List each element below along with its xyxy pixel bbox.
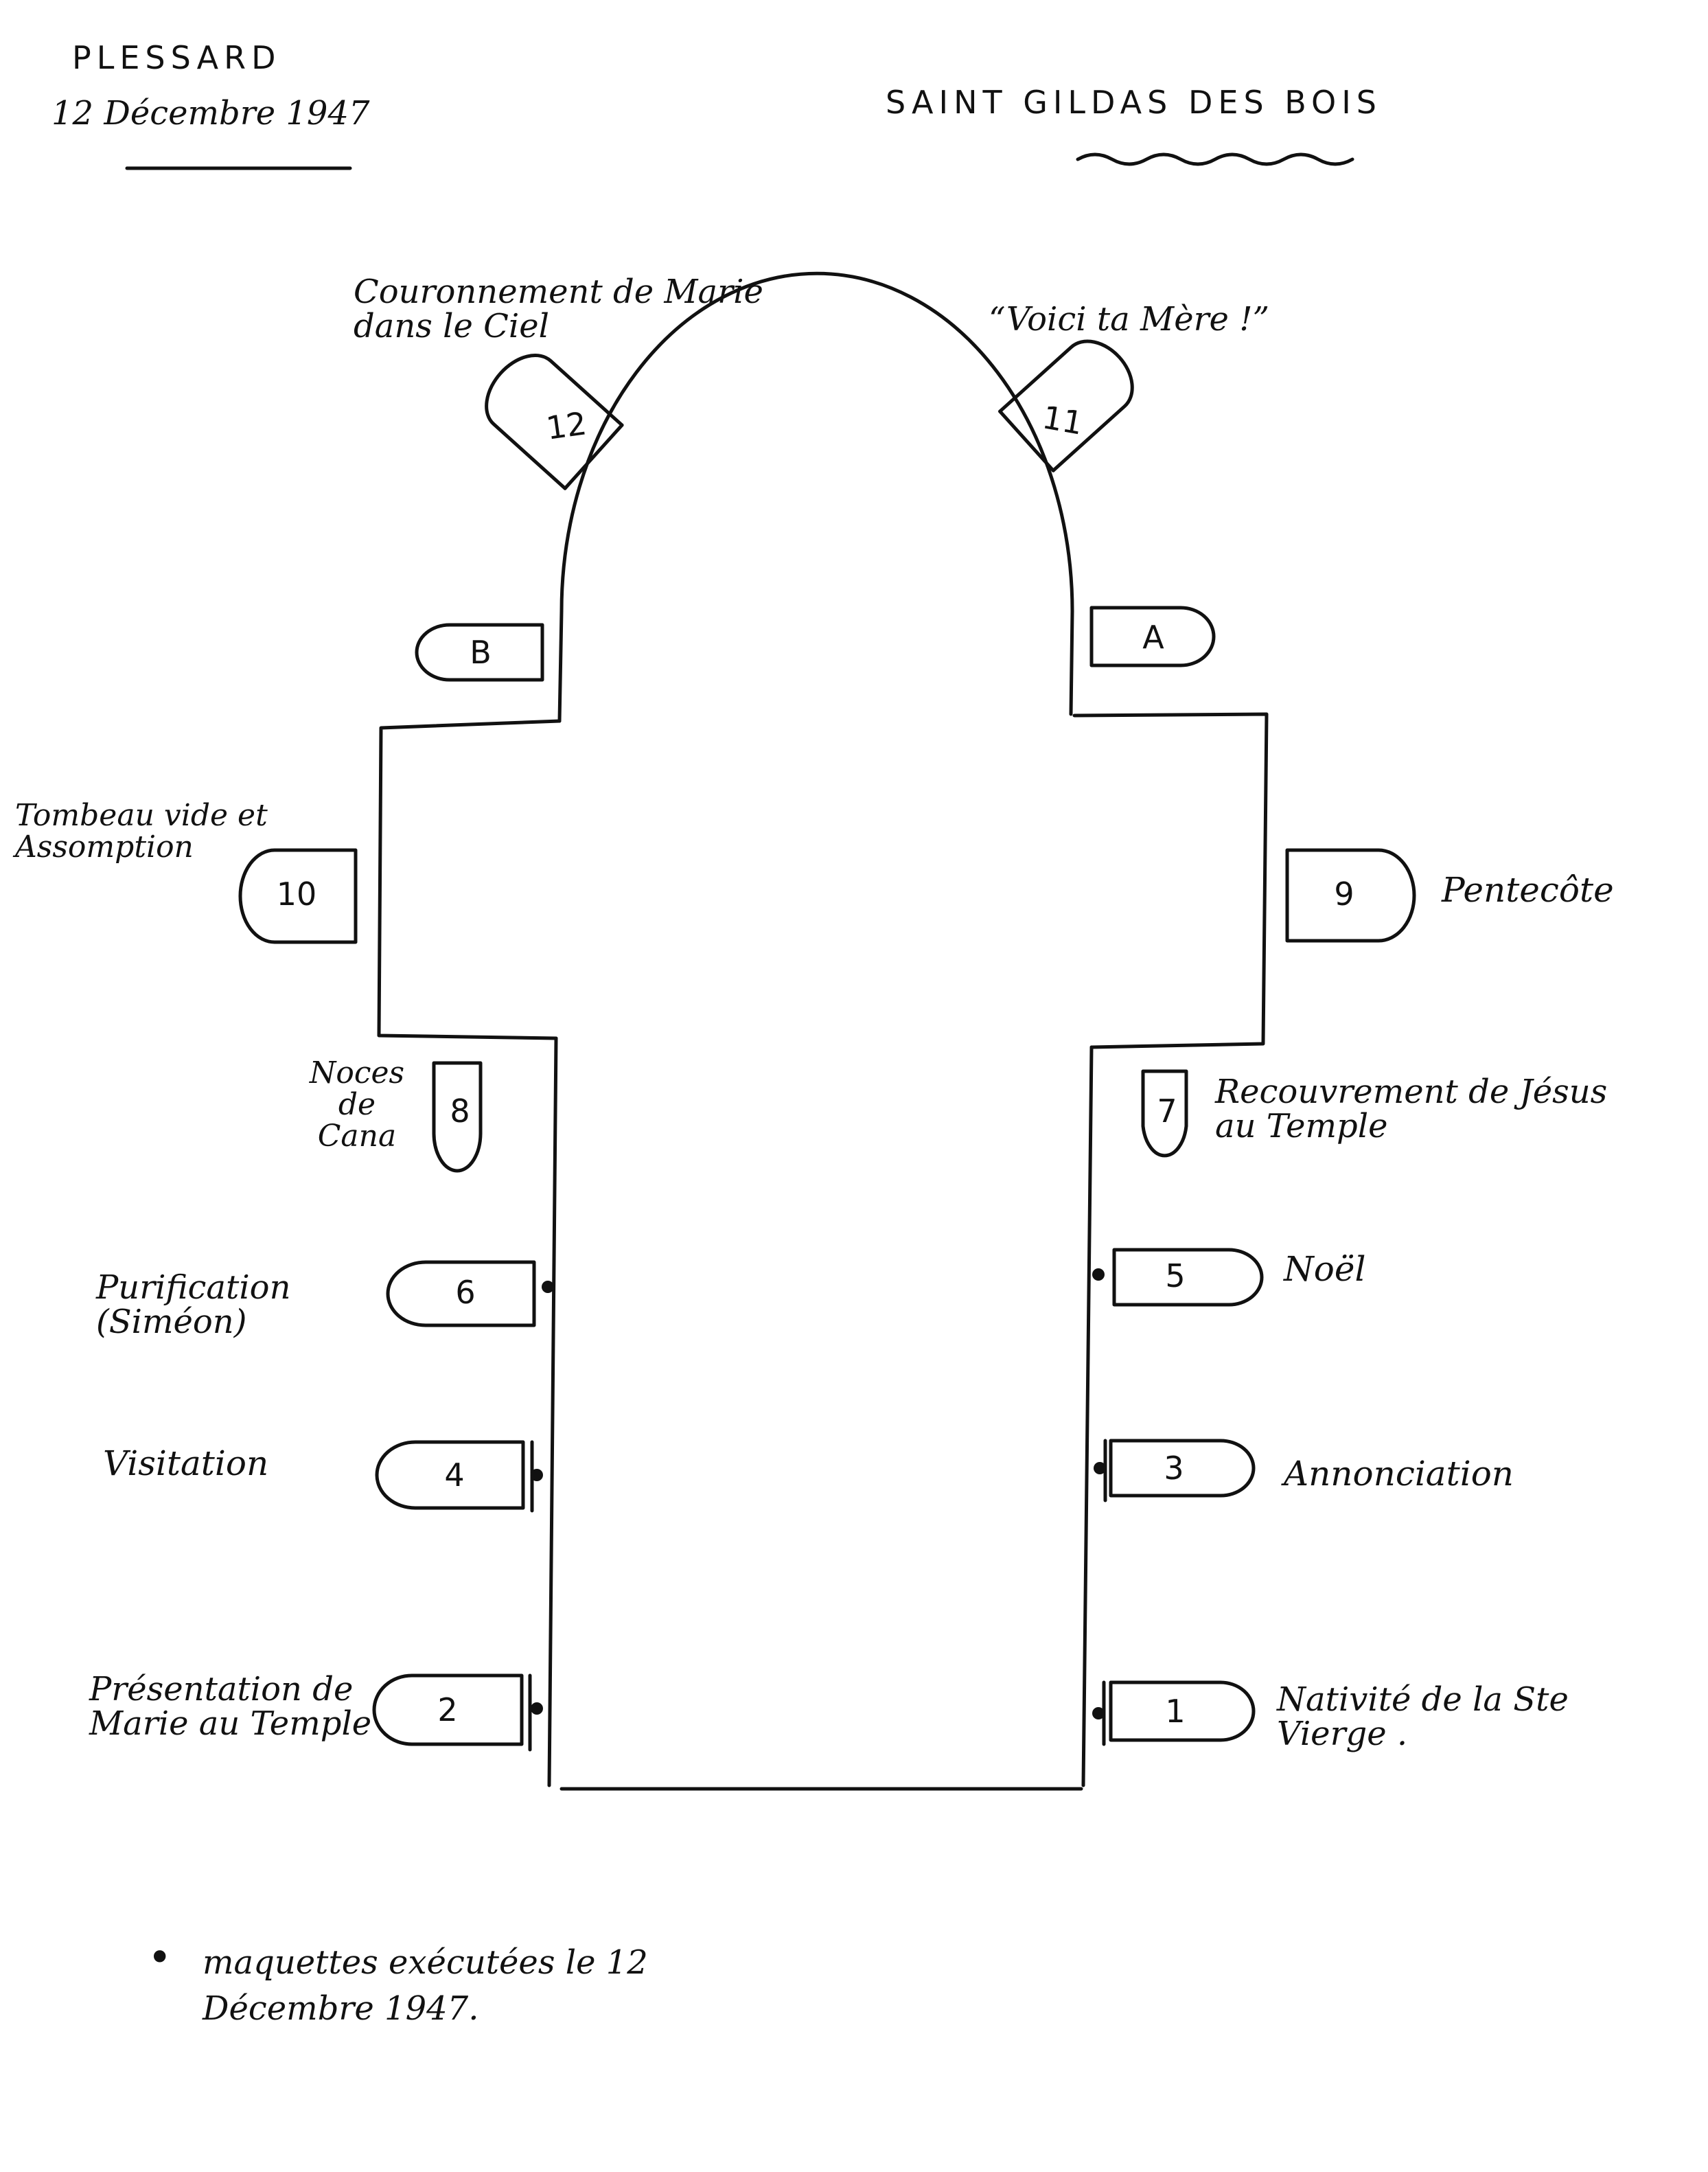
station-11-shape <box>998 339 1134 472</box>
station-5-shape <box>1112 1248 1264 1307</box>
station-9-label: Pentecôte <box>1442 870 1614 910</box>
station-10-shape <box>238 848 358 944</box>
legend-bullet: • <box>148 1934 172 1982</box>
station-8-number: 8 <box>450 1093 470 1130</box>
station-8-shape <box>432 1061 483 1173</box>
station-6-label: Purification (Siméon) <box>96 1268 291 1342</box>
author: PLESSARD <box>72 39 281 76</box>
station-12-label: Couronnement de Marie dans le Ciel <box>354 273 763 346</box>
nave-wall-left <box>547 1036 558 1787</box>
station-1-number: 1 <box>1165 1693 1185 1730</box>
station-3-number: 3 <box>1164 1450 1184 1487</box>
date: 12 Décembre 1947 <box>51 94 370 133</box>
done-marker-5 <box>1092 1268 1105 1281</box>
station-9-shape <box>1285 848 1416 943</box>
done-marker-1 <box>1092 1707 1105 1719</box>
station-A-shape <box>1089 606 1216 667</box>
station-3-label: Annonciation <box>1284 1454 1514 1494</box>
station-4-label: Visitation <box>103 1443 269 1483</box>
station-10-label: Tombeau vide et Assomption <box>15 798 268 865</box>
station-12-shape <box>485 354 624 490</box>
station-7-number: 7 <box>1157 1093 1177 1130</box>
station-11-number: 11 <box>1039 398 1085 442</box>
nave-wall-right <box>1081 1045 1094 1787</box>
legend-text: maquettes exécutées le 12 Décembre 1947. <box>203 1943 648 2028</box>
station-4-number: 4 <box>444 1456 464 1494</box>
station-4-shape <box>375 1440 525 1510</box>
station-7-shape <box>1141 1069 1188 1158</box>
done-marker-4 <box>531 1469 543 1481</box>
station-1-label: Nativité de la Ste Vierge . <box>1277 1680 1569 1754</box>
station-2-label: Présentation de Marie au Temple <box>89 1670 372 1744</box>
station-11-label: “Voici ta Mère !” <box>989 300 1270 339</box>
place-underline <box>1076 152 1354 166</box>
station-1-shape <box>1109 1680 1256 1742</box>
station-2-number: 2 <box>437 1691 457 1728</box>
station-6-number: 6 <box>455 1274 475 1311</box>
station-5-number: 5 <box>1165 1257 1185 1294</box>
transept-wall-right <box>1072 712 1269 1049</box>
done-marker-3 <box>1094 1462 1106 1474</box>
place: SAINT GILDAS DES BOIS <box>886 84 1382 121</box>
station-8-label: Noces de Cana <box>309 1055 405 1154</box>
station-7-label: Recouvrement de Jésus au Temple <box>1215 1073 1608 1146</box>
station-9-number: 9 <box>1334 876 1354 913</box>
done-marker-2 <box>531 1702 543 1715</box>
station-2-shape <box>372 1673 524 1746</box>
station-10-number: 10 <box>277 876 317 913</box>
station-A-number: A <box>1142 619 1164 656</box>
station-5-label: Noël <box>1284 1249 1366 1289</box>
station-6-shape <box>386 1260 536 1327</box>
transept-wall-left <box>377 719 562 1040</box>
station-B-shape <box>415 623 544 682</box>
apse-wall <box>557 271 1074 723</box>
station-B-number: B <box>470 634 492 671</box>
station-3-shape <box>1109 1439 1256 1498</box>
station-12-number: 12 <box>544 404 588 447</box>
done-marker-6 <box>542 1281 554 1293</box>
